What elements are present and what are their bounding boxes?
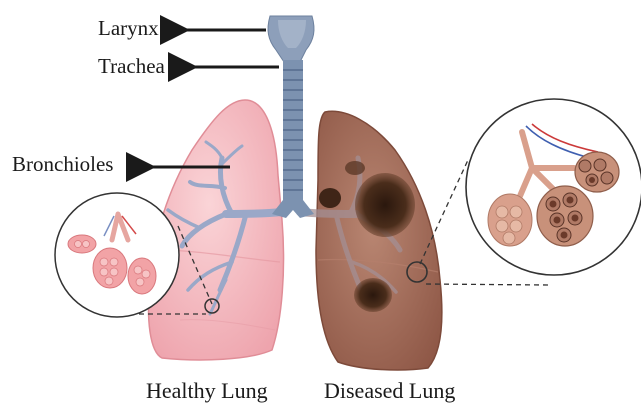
bronchioles-label: Bronchioles [12, 154, 113, 175]
lesion-bottom [354, 278, 392, 312]
trachea-label: Trachea [98, 56, 165, 77]
diseased-lung [300, 111, 442, 370]
lesion-small-left [319, 188, 341, 208]
callout-line-right-b [426, 284, 548, 285]
trachea-tube [283, 60, 303, 205]
lesion-top [345, 161, 365, 175]
larynx-label: Larynx [98, 18, 159, 39]
lesion-large [355, 173, 415, 237]
diseased-alveoli-callout [407, 99, 641, 285]
healthy-lung-caption: Healthy Lung [146, 380, 268, 402]
diseased-lung-body [316, 111, 442, 370]
diseased-lung-caption: Diseased Lung [324, 380, 455, 402]
